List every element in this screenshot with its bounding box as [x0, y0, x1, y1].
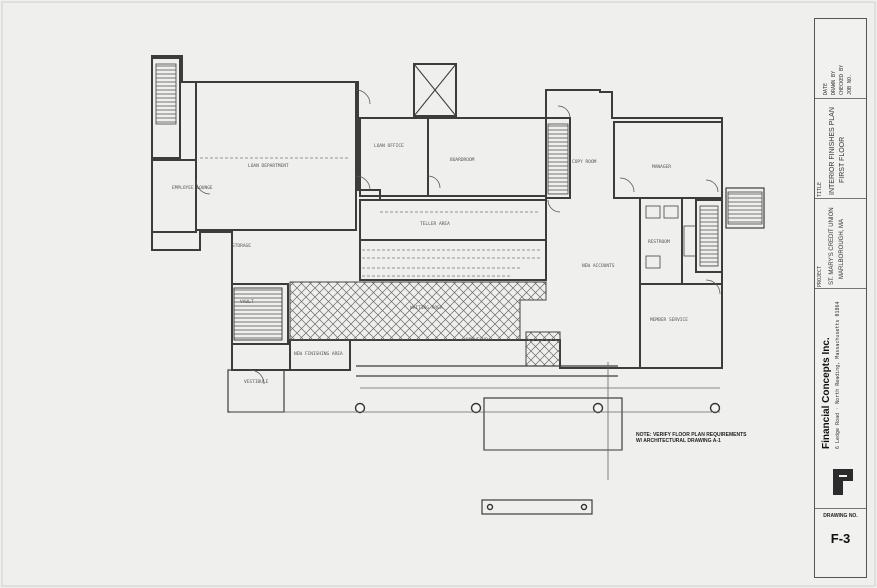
room-label: COPY ROOM — [572, 160, 597, 165]
note-line: NOTE: VERIFY FLOOR PLAN REQUIREMENTS — [636, 432, 747, 438]
room-label: VAULT — [240, 300, 254, 305]
project-line: MARLBOROUGH, MA — [839, 218, 845, 279]
dashed-lines — [200, 157, 540, 277]
company-name: Financial Concepts Inc. — [821, 337, 832, 449]
hatched-floor — [233, 281, 561, 367]
info-checked: CHECKED BY — [839, 64, 845, 95]
note-line: W/ ARCHITECTURAL DRAWING A-1 — [636, 438, 721, 444]
info-date: DATE — [823, 82, 829, 95]
company-cell: Financial Concepts Inc. 6 Ledge Road · N… — [815, 289, 866, 509]
title-line: FIRST FLOOR — [839, 136, 846, 183]
room-label: DRIVE-UP — [466, 338, 488, 343]
room-label: WAITING AREA — [410, 306, 443, 311]
stairs — [155, 63, 763, 267]
room-label: BOARDROOM — [450, 158, 475, 163]
room-label: LOAN OFFICE — [374, 144, 404, 149]
room-label: MEMBER SERVICE — [650, 318, 688, 323]
drawing-number: F-3 — [830, 531, 851, 546]
drawing-no-label: DRAWING NO. — [823, 513, 858, 519]
title-label: TITLE — [817, 181, 823, 197]
drawing-no-cell: DRAWING NO. F-3 — [815, 509, 866, 577]
walls — [151, 55, 765, 515]
bollards — [354, 402, 721, 511]
room-label: MANAGER — [652, 165, 671, 170]
info-job: JOB NO. — [847, 73, 853, 95]
room-label: NEW ACCOUNTS — [582, 264, 615, 269]
doors — [195, 89, 721, 385]
room-label: LOAN DEPARTMENT — [248, 164, 289, 169]
project-line: ST. MARY'S CREDIT UNION — [829, 207, 835, 285]
room-label: STORAGE — [232, 244, 251, 249]
info-drawn: DRAWN BY — [831, 70, 837, 95]
project-label: PROJECT — [817, 265, 823, 287]
company-address: 6 Ledge Road · North Reading, Massachuse… — [835, 301, 841, 449]
room-label: NEW FINISHING AREA — [294, 352, 343, 357]
verify-note: NOTE: VERIFY FLOOR PLAN REQUIREMENTS W/ … — [636, 432, 746, 444]
title-block: DATE DRAWN BY CHECKED BY JOB NO. TITLE I… — [814, 18, 867, 578]
company-logo — [833, 469, 853, 495]
room-label: VESTIBULE — [244, 380, 269, 385]
room-label: TELLER AREA — [420, 222, 450, 227]
room-label: RESTROOM — [648, 240, 670, 245]
title-line: INTERIOR FINISHES PLAN — [829, 107, 836, 195]
title-cell: TITLE INTERIOR FINISHES PLAN FIRST FLOOR — [815, 99, 866, 199]
room-label: EMPLOYEE LOUNGE — [172, 186, 213, 191]
info-cell: DATE DRAWN BY CHECKED BY JOB NO. — [815, 19, 866, 99]
project-cell: PROJECT ST. MARY'S CREDIT UNION MARLBORO… — [815, 199, 866, 289]
